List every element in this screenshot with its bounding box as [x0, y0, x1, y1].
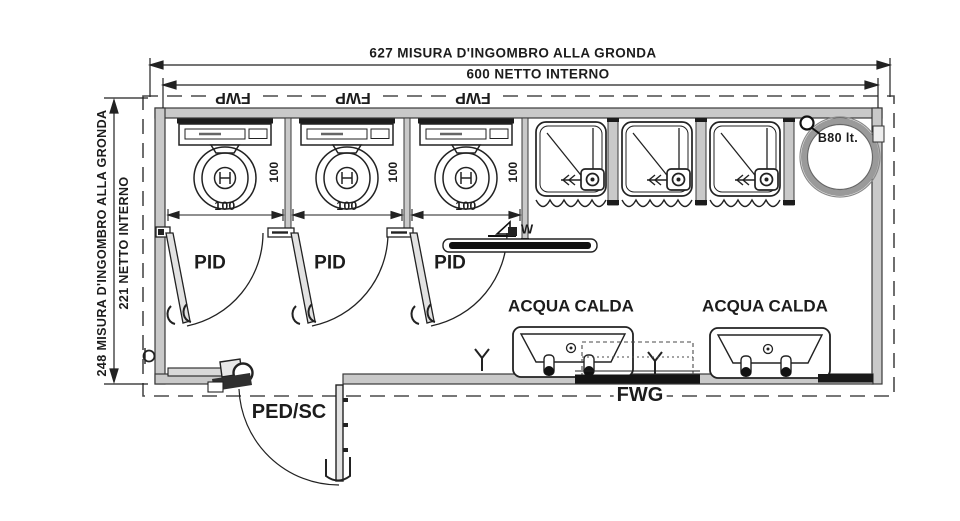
toilet-icon-1: [177, 118, 273, 210]
wc-door-2: [267, 227, 389, 327]
valve-icon: [799, 115, 821, 135]
tap-icon: [543, 354, 595, 376]
shower-head-icon: [735, 168, 779, 191]
entry-door-swing-arc: [238, 388, 340, 486]
wc-door-label-2: PID: [314, 252, 346, 274]
hidden-table-outline: [581, 341, 694, 379]
shower-tray-3: [709, 121, 781, 208]
stall-depth-dim-3: 100: [506, 161, 520, 183]
wc-door-label-1: PID: [194, 252, 226, 274]
stall-depth-dim-2: 100: [386, 161, 400, 183]
entry-door-leaf: [335, 384, 344, 482]
shower-curtain: [535, 198, 607, 208]
shower-tray-2: [621, 121, 693, 208]
roof-dashed-outline: [142, 95, 895, 397]
dim-top-inner-label: 600 NETTO INTERNO: [466, 66, 610, 82]
shower-head-icon: [647, 168, 691, 191]
greywater-module-label: FWG: [613, 385, 667, 405]
wc-module-label-1: FWP: [210, 89, 256, 106]
toilet-icon-2: [299, 118, 395, 210]
wc-module-label-3: FWP: [450, 89, 496, 106]
wc-module-label-2: FWP: [330, 89, 376, 106]
bench-shelf: [442, 238, 598, 253]
toilet-icon-3: [418, 118, 514, 210]
stall-width-dim-3: 100: [455, 199, 477, 213]
water-point-icon: [488, 220, 517, 237]
shower-curtain: [709, 198, 781, 208]
dimension-left-line: [104, 97, 148, 385]
downspout-icon: [142, 348, 156, 364]
boiler-tank-icon: [799, 115, 885, 198]
washbasin-2: [709, 327, 831, 379]
shower-curtain: [621, 198, 693, 208]
dim-side-inner-label: 221 NETTO INTERNO: [116, 176, 131, 310]
entry-door: [167, 358, 351, 486]
dim-side-outer-label: 248 MISURA D'INGOMBRO ALLA GRONDA: [94, 109, 109, 377]
water-point-label: W: [520, 221, 534, 237]
floor-drain-icons: [474, 348, 663, 374]
wc-door-label-3: PID: [434, 252, 466, 274]
entry-door-label: PED/SC: [251, 401, 327, 423]
hot-water-label-1: ACQUA CALDA: [508, 296, 634, 316]
tap-icon: [740, 355, 792, 377]
wc-door-1: [155, 226, 264, 327]
dimension-top-inner-line: [160, 78, 881, 108]
stall-width-dim-2: 100: [336, 199, 358, 213]
door-handle-icon: [325, 457, 351, 482]
dim-top-outer-label: 627 MISURA D'INGOMBRO ALLA GRONDA: [369, 45, 657, 61]
wall-bench-bar: [575, 370, 873, 384]
shower-partitions: [607, 117, 795, 206]
downspout-icon: [872, 125, 885, 143]
stall-depth-dim-1: 100: [267, 161, 281, 183]
stall-width-dim-1: 100: [214, 199, 236, 213]
hot-water-label-2: ACQUA CALDA: [702, 296, 828, 316]
dimension-top-outer-line: [147, 58, 893, 97]
stall-dimension-lines: [166, 209, 522, 221]
shower-tray-1: [535, 121, 607, 208]
shower-head-icon: [561, 168, 605, 191]
boiler-label: B80 lt.: [817, 130, 859, 145]
washbasin-1: [512, 326, 634, 378]
